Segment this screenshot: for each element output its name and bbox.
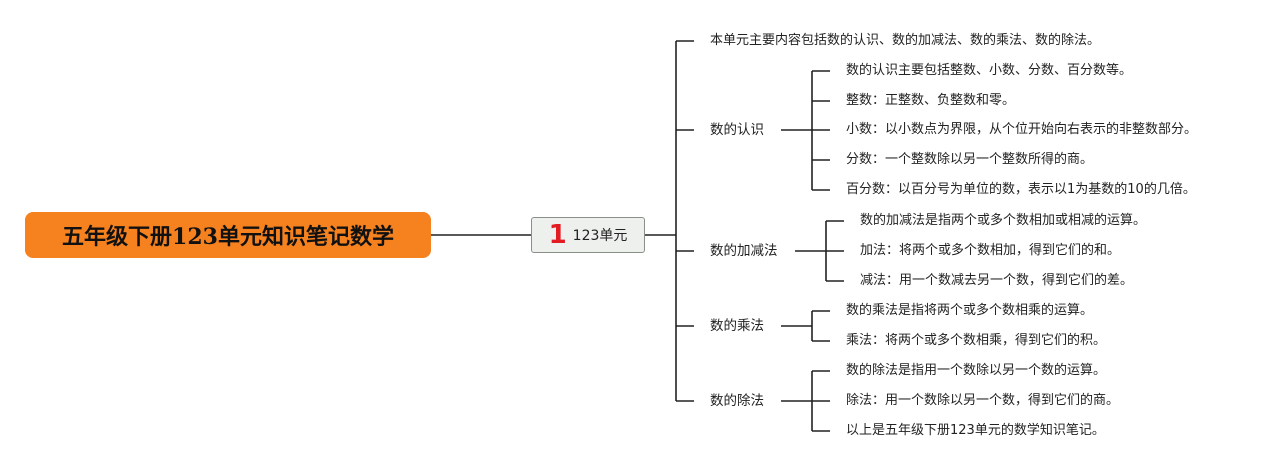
number-one-icon: 1 xyxy=(548,220,567,250)
section-title-division[interactable]: 数的除法 xyxy=(710,393,764,409)
unit-label: 123单元 xyxy=(572,228,628,244)
intro-text[interactable]: 本单元主要内容包括数的认识、数的加减法、数的乘法、数的除法。 xyxy=(710,33,1101,48)
section-1-item[interactable]: 小数：以小数点为界限，从个位开始向右表示的非整数部分。 xyxy=(846,122,1198,137)
section-1-item[interactable]: 百分数：以百分号为单位的数，表示以1为基数的10的几倍。 xyxy=(846,182,1196,197)
section-1-item[interactable]: 整数：正整数、负整数和零。 xyxy=(846,93,1016,108)
section-title-add-subtract[interactable]: 数的加减法 xyxy=(710,243,778,259)
section-4-item[interactable]: 以上是五年级下册123单元的数学知识笔记。 xyxy=(846,423,1105,438)
section-4-item[interactable]: 数的除法是指用一个数除以另一个数的运算。 xyxy=(846,363,1107,378)
section-2-item[interactable]: 减法：用一个数减去另一个数，得到它们的差。 xyxy=(860,273,1134,288)
section-title-multiplication[interactable]: 数的乘法 xyxy=(710,318,764,334)
unit-node[interactable]: 1 123单元 xyxy=(531,217,645,253)
section-3-item[interactable]: 数的乘法是指将两个或多个数相乘的运算。 xyxy=(846,303,1094,318)
section-1-item[interactable]: 数的认识主要包括整数、小数、分数、百分数等。 xyxy=(846,63,1133,78)
section-3-item[interactable]: 乘法：将两个或多个数相乘，得到它们的积。 xyxy=(846,333,1107,348)
root-title: 五年级下册123单元知识笔记数学 xyxy=(62,224,394,250)
section-4-item[interactable]: 除法：用一个数除以另一个数，得到它们的商。 xyxy=(846,393,1120,408)
section-title-number-recognition[interactable]: 数的认识 xyxy=(710,122,764,138)
section-1-item[interactable]: 分数：一个整数除以另一个整数所得的商。 xyxy=(846,152,1094,167)
root-node[interactable]: 五年级下册123单元知识笔记数学 xyxy=(25,212,431,258)
section-2-item[interactable]: 加法：将两个或多个数相加，得到它们的和。 xyxy=(860,243,1121,258)
section-2-item[interactable]: 数的加减法是指两个或多个数相加或相减的运算。 xyxy=(860,213,1147,228)
